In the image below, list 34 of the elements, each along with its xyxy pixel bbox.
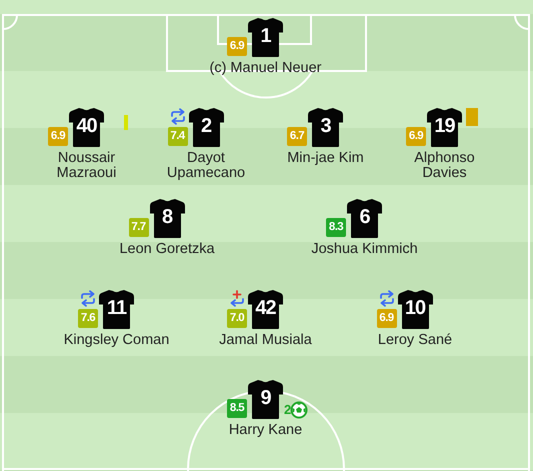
player-name: Joshua Kimmich (311, 242, 418, 256)
shirt-number: 8 (160, 204, 174, 228)
shirt-number: 40 (75, 114, 98, 138)
rating-badge: 6.9 (227, 37, 247, 56)
shirt-number: 11 (106, 296, 128, 320)
player-name: (c) Manuel Neuer (209, 61, 322, 76)
shirt-number: 6 (358, 204, 371, 228)
player-name: Jamal Musiala (219, 332, 312, 348)
player-name: Dayot Upamecano (166, 151, 246, 181)
player-name: Harry Kane (228, 423, 302, 438)
rating-badge: 8.5 (227, 399, 247, 418)
player-name: Min-jae Kim (287, 151, 364, 166)
player-name: Leroy Sané (378, 332, 452, 348)
shirt-number: 3 (319, 114, 332, 138)
goal-count: 2 (284, 401, 292, 418)
shirt-number: 1 (259, 24, 272, 48)
rating-badge: 6.9 (376, 308, 396, 328)
player-name: Noussair Mazraoui (56, 151, 118, 181)
rating-badge: 6.9 (48, 127, 68, 146)
player-name: Leon Goretzka (119, 242, 215, 256)
rating-badge: 8.3 (326, 218, 346, 236)
shirt-number: 2 (200, 114, 212, 138)
shirt-number: 9 (259, 386, 272, 410)
rating-badge: 7.6 (78, 308, 98, 328)
rating-badge: 6.7 (287, 127, 307, 146)
shirt-number: 10 (404, 296, 426, 320)
shirt-number: 19 (433, 114, 456, 138)
shirt-number: 42 (254, 296, 277, 320)
rating-badge: 6.9 (406, 127, 426, 146)
rating-badge: 7.0 (227, 308, 247, 328)
player-name: Alphonso Davies (413, 151, 476, 181)
player-name: Kingsley Coman (64, 332, 170, 348)
rating-badge: 7.4 (168, 127, 188, 146)
rating-badge: 7.7 (128, 218, 148, 236)
